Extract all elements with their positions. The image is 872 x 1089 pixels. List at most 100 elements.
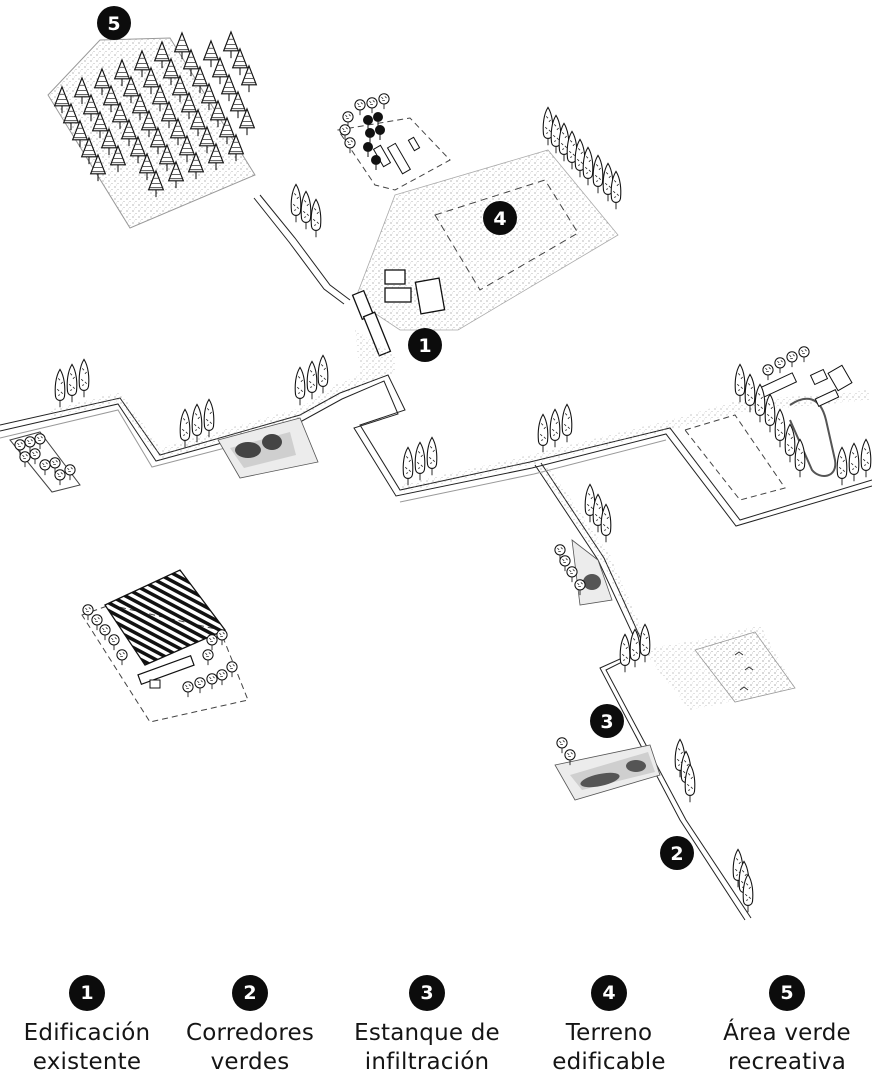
cypress-tree-icon (294, 366, 306, 406)
legend-label-line1: Corredores (185, 1020, 315, 1046)
legend-label: Estanque de infiltración (340, 1019, 514, 1077)
legend-label-line2: existente (32, 1049, 142, 1075)
round-tree-icon (206, 634, 218, 651)
cypress-tree-icon (860, 438, 872, 478)
dark-tree-icon (372, 111, 384, 128)
cypress-tree-icon (561, 403, 573, 443)
round-tree-icon (378, 93, 390, 110)
cypress-tree-icon (549, 408, 561, 448)
marker-5: 5 (97, 6, 131, 40)
farm-parcel (337, 117, 451, 191)
pine-tree-icon (203, 40, 219, 68)
round-tree-icon (566, 566, 578, 583)
site-plan-diagram: 1 2 3 4 5 (0, 6, 872, 921)
legend-label-line2: verdes (210, 1049, 290, 1075)
round-tree-icon (29, 448, 41, 465)
round-tree-icon (39, 459, 51, 476)
buildable-land (354, 149, 619, 331)
legend-badge-4: 4 (591, 975, 627, 1011)
marker-4: 4 (483, 201, 517, 235)
round-tree-icon (182, 681, 194, 698)
pine-tree-icon (221, 74, 237, 102)
round-tree-icon (226, 661, 238, 678)
cypress-tree-icon (317, 354, 329, 394)
legend-label: Terreno edificable (522, 1019, 696, 1077)
cypress-tree-icon (310, 198, 322, 238)
marker-1: 1 (408, 328, 442, 362)
legend-item-existing-building: 1 Edificación existente (0, 975, 174, 1077)
round-tree-icon (19, 451, 31, 468)
cypress-tree-icon (290, 183, 302, 223)
cypress-tree-icon (794, 438, 806, 478)
pine-tree-icon (223, 31, 239, 59)
cypress-tree-icon (402, 446, 414, 486)
legend-label-line1: Área verde (723, 1020, 851, 1046)
legend-label: Edificación existente (0, 1019, 174, 1077)
pine-tree-icon (212, 57, 228, 85)
round-tree-icon (202, 649, 214, 666)
round-tree-icon (216, 629, 228, 646)
marker-4-label: 4 (493, 208, 506, 230)
round-tree-icon (344, 137, 356, 154)
cypress-tree-icon (203, 398, 215, 438)
legend-label: Corredores verdes (163, 1019, 337, 1077)
orchard-parcel (9, 431, 81, 493)
legend-label-line1: Edificación (23, 1020, 151, 1046)
round-tree-icon (64, 464, 76, 481)
round-tree-icon (99, 624, 111, 641)
cypress-tree-icon (66, 363, 78, 403)
legend-label-line2: infiltración (364, 1049, 490, 1075)
legend-item-buildable-land: 4 Terreno edificable (522, 975, 696, 1077)
legend: 1 Edificación existente 2 Corredores ver… (0, 975, 872, 1089)
cypress-tree-icon (774, 408, 786, 448)
sports-field (684, 364, 853, 501)
legend-label-line2: recreativa (727, 1049, 847, 1075)
cypress-tree-icon (848, 442, 860, 482)
cypress-tree-icon (300, 190, 312, 230)
round-tree-icon (366, 97, 378, 114)
marker-3-label: 3 (600, 711, 613, 733)
pine-tree-icon (232, 48, 248, 76)
round-tree-icon (54, 469, 66, 486)
infiltration-pond-3 (554, 744, 661, 801)
cypress-tree-icon (619, 633, 631, 673)
legend-badge-2: 2 (232, 975, 268, 1011)
cypress-tree-icon (306, 360, 318, 400)
cypress-tree-icon (836, 446, 848, 486)
round-tree-icon (762, 364, 774, 381)
legend-item-green-corridors: 2 Corredores verdes (163, 975, 337, 1077)
legend-label-line1: Terreno (565, 1020, 653, 1046)
existing-buildings (351, 269, 446, 357)
cypress-tree-icon (592, 154, 604, 194)
legend-badge-5: 5 (769, 975, 805, 1011)
marker-2: 2 (660, 836, 694, 870)
legend-item-infiltration-pond: 3 Estanque de infiltración (340, 975, 514, 1077)
marker-5-label: 5 (107, 13, 120, 35)
round-tree-icon (786, 351, 798, 368)
infiltration-pond-1 (217, 417, 319, 479)
round-tree-icon (354, 99, 366, 116)
cypress-tree-icon (78, 358, 90, 398)
dark-tree-icon (370, 154, 382, 171)
marker-2-label: 2 (670, 843, 683, 865)
legend-badge-3: 3 (409, 975, 445, 1011)
cypress-tree-icon (426, 436, 438, 476)
round-tree-icon (216, 669, 228, 686)
legend-badge-1: 1 (69, 975, 105, 1011)
round-tree-icon (194, 677, 206, 694)
round-tree-icon (774, 357, 786, 374)
round-tree-icon (798, 346, 810, 363)
cypress-tree-icon (734, 363, 746, 403)
round-tree-icon (82, 604, 94, 621)
greenhouse-parcel (81, 569, 249, 723)
legend-item-recreational-green-area: 5 Área verde recreativa (700, 975, 872, 1077)
round-tree-icon (556, 737, 568, 754)
dark-tree-icon (374, 124, 386, 141)
dark-tree-icon (362, 114, 374, 131)
round-tree-icon (116, 649, 128, 666)
recreational-green-area (47, 31, 257, 229)
legend-label: Área verde recreativa (700, 1019, 872, 1077)
pine-tree-icon (241, 65, 257, 93)
round-tree-icon (34, 433, 46, 450)
legend-label-line1: Estanque de (354, 1020, 500, 1046)
